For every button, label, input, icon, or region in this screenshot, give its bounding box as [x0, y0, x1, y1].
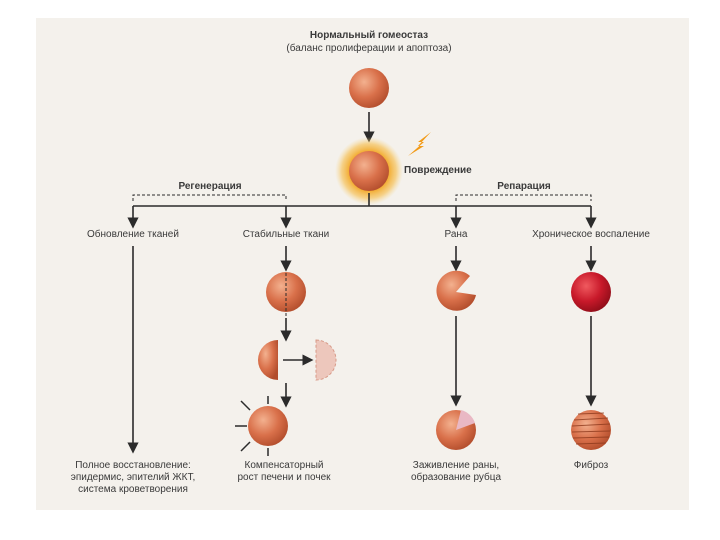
full-restoration-line-1: Полное восстановление:: [75, 460, 191, 471]
regeneration-bracket: [132, 194, 287, 201]
wound-healing-line-1: Заживление раны,: [412, 460, 500, 471]
injured-cell: [349, 151, 389, 191]
repair-bracket: [455, 194, 592, 201]
compensatory-growth-caption: Компенсаторный рост печени и почек: [224, 460, 344, 484]
wound-healing-line-2: образование рубца: [410, 472, 502, 483]
wounded-cell: [436, 270, 476, 311]
injury-label: Повреждение: [404, 165, 472, 176]
inflamed-cell: [571, 272, 611, 312]
scar-patch: [456, 410, 475, 430]
chronic-inflammation-label: Хроническое воспаление: [532, 229, 650, 240]
fibrosis-caption: Фиброз: [573, 460, 609, 471]
full-restoration-line-2: эпидермис, эпителий ЖКТ,: [70, 472, 196, 483]
stable-cell: [266, 272, 306, 312]
fibrosis-fibers: [571, 412, 611, 445]
lost-half-cell: [315, 339, 337, 381]
regeneration-label: Регенерация: [178, 181, 242, 192]
full-restoration-line-3: система кроветворения: [78, 484, 188, 495]
half-cell: [258, 340, 278, 380]
tissue-renewal-label: Обновление тканей: [87, 229, 179, 240]
normal-cell: [349, 68, 389, 108]
compensatory-growth-line-1: Компенсаторный: [244, 460, 324, 471]
compensatory-growth-line-2: рост печени и почек: [237, 472, 331, 483]
wound-healing-caption: Заживление раны, образование рубца: [396, 460, 516, 484]
repair-label: Репарация: [497, 181, 551, 192]
wound-label: Рана: [444, 229, 468, 240]
title: Нормальный гомеостаз: [309, 30, 429, 41]
subtitle: (баланс пролиферации и апоптоза): [286, 43, 452, 54]
regrown-cell: [248, 406, 288, 446]
full-restoration-caption: Полное восстановление: эпидермис, эпител…: [58, 460, 208, 496]
lightning-bolt-icon: [408, 132, 431, 156]
diagram-page: Нормальный гомеостаз (баланс пролифераци…: [36, 18, 689, 510]
growth-ticks: [235, 396, 269, 456]
stable-tissues-label: Стабильные ткани: [242, 229, 330, 240]
diagram-canvas: [127, 68, 611, 456]
